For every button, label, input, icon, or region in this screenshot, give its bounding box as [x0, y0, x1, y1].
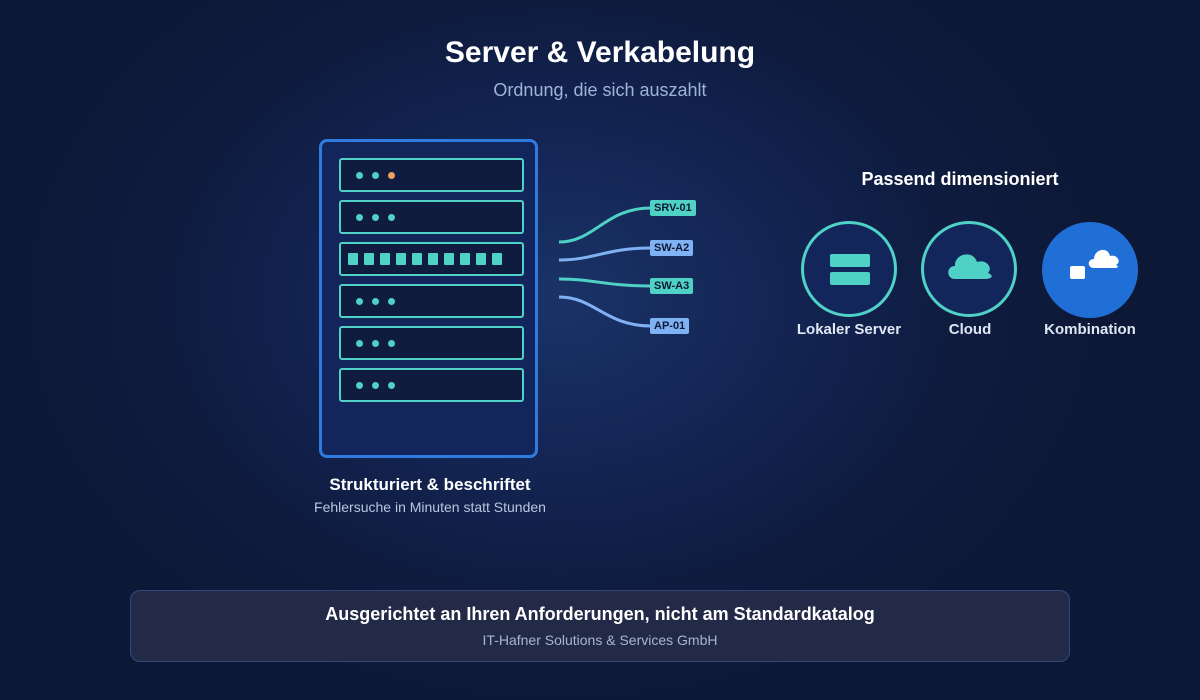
rack-unit — [339, 284, 524, 318]
rack-subtitle: Fehlersuche in Minuten statt Stunden — [314, 499, 546, 515]
rack-unit — [339, 158, 524, 192]
option-label: Cloud — [948, 321, 992, 338]
cable-line — [558, 246, 652, 262]
status-led — [372, 172, 379, 179]
cable-label: SW-A2 — [650, 240, 694, 256]
options-title: Passend dimensioniert — [861, 169, 1059, 189]
server-icon — [830, 254, 870, 285]
network-port — [412, 253, 422, 265]
network-port — [460, 253, 470, 265]
network-port — [492, 253, 502, 265]
status-led-warning — [388, 172, 395, 179]
cable-line — [558, 277, 652, 288]
network-port — [380, 253, 390, 265]
status-led — [356, 382, 363, 389]
status-led — [388, 382, 395, 389]
option-label: Lokaler Server — [796, 321, 902, 338]
rack-unit — [339, 200, 524, 234]
hybrid-icon — [1070, 249, 1119, 279]
company-name: IT-Hafner Solutions & Services GmbH — [482, 632, 718, 648]
status-led — [388, 214, 395, 221]
cable-label: SW-A3 — [650, 278, 694, 294]
cloud-icon — [948, 254, 992, 279]
status-led — [356, 340, 363, 347]
footer-banner: Ausgerichtet an Ihren Anforderungen, nic… — [130, 590, 1070, 662]
network-port — [396, 253, 406, 265]
server-rack — [319, 139, 538, 458]
cable-label: AP-01 — [650, 318, 690, 334]
status-led — [356, 298, 363, 305]
network-port — [348, 253, 358, 265]
rack-unit — [339, 368, 524, 402]
network-port — [364, 253, 374, 265]
cable-label: SRV-01 — [650, 200, 696, 216]
patch-panel — [339, 242, 524, 276]
rack-unit — [339, 326, 524, 360]
rack-title: Strukturiert & beschriftet — [329, 475, 531, 494]
page-title: Server & Verkabelung — [444, 36, 756, 69]
cable-line — [558, 206, 652, 244]
network-port — [476, 253, 486, 265]
option-cloud — [921, 221, 1017, 317]
cable-line — [558, 295, 652, 328]
option-hybrid — [1042, 222, 1138, 318]
status-led — [356, 172, 363, 179]
option-label: Kombination — [1044, 321, 1136, 338]
status-led — [388, 298, 395, 305]
page-subtitle: Ordnung, die sich auszahlt — [493, 80, 707, 100]
cable-lines — [558, 206, 652, 328]
banner-title: Ausgerichtet an Ihren Anforderungen, nic… — [325, 604, 875, 624]
option-local-server — [801, 221, 897, 317]
status-led — [372, 298, 379, 305]
status-led — [372, 214, 379, 221]
status-led — [388, 340, 395, 347]
network-port — [444, 253, 454, 265]
status-led — [372, 340, 379, 347]
status-led — [372, 382, 379, 389]
network-port — [428, 253, 438, 265]
status-led — [356, 214, 363, 221]
